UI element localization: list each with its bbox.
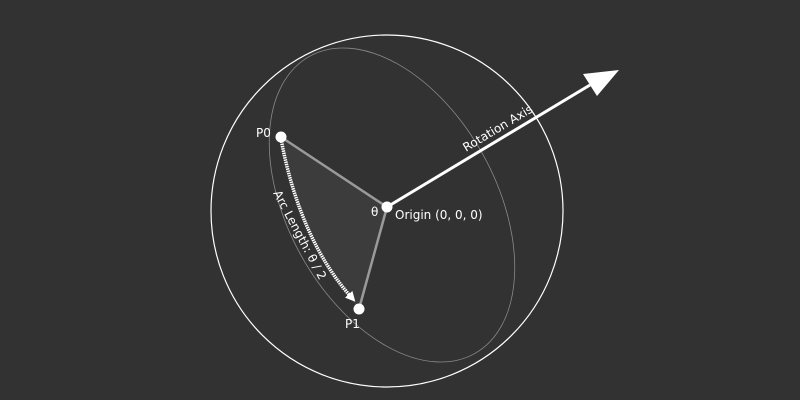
label-theta: θ xyxy=(371,205,378,219)
great-circle xyxy=(268,47,516,363)
point-origin xyxy=(381,201,393,213)
label-rotation-axis: Rotation Axis xyxy=(460,102,535,155)
point-p1 xyxy=(353,303,365,315)
point-p0 xyxy=(275,131,287,143)
sphere-outline xyxy=(210,34,564,388)
label-p0: P0 xyxy=(256,126,271,140)
radius-line-p1 xyxy=(357,206,389,310)
angle-wedge xyxy=(281,137,387,309)
label-origin: Origin (0, 0, 0) xyxy=(395,208,483,222)
rotation-axis-line xyxy=(386,83,591,209)
radius-line-p0 xyxy=(280,135,388,209)
arc-path xyxy=(279,138,356,302)
rotation-axis-arrowhead xyxy=(583,70,619,96)
label-p1: P1 xyxy=(345,317,360,331)
